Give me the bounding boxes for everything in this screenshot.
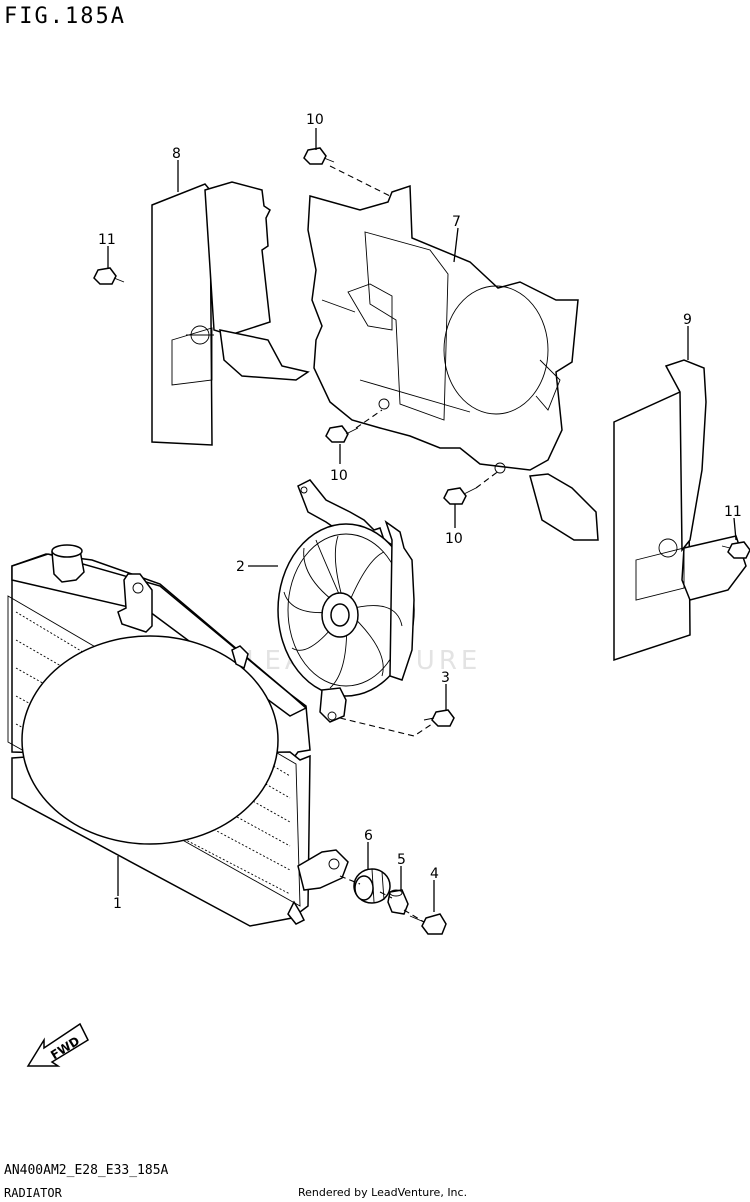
grommet-6[interactable] [353,868,391,904]
callout-1: 1 [113,896,122,912]
callout-11-left: 11 [98,232,116,248]
right-side-shroud[interactable] [613,359,747,662]
fan-shroud[interactable] [307,184,599,541]
bolt-11-right[interactable] [721,541,750,559]
callout-10-lower: 10 [445,531,463,547]
callout-6: 6 [364,828,373,844]
figure-title: FIG.185A [4,4,126,29]
callout-5: 5 [397,852,406,868]
callout-10-top: 10 [306,112,324,128]
bolt-10-middle[interactable] [325,425,359,443]
bolt-10-lower[interactable] [443,487,477,505]
collar-5[interactable] [387,889,409,915]
bolt-3[interactable] [423,709,455,727]
fwd-arrow-icon: FWD [26,1022,89,1067]
callout-4: 4 [430,866,439,882]
section-name: RADIATOR [4,1186,62,1200]
leader-lines [107,128,737,912]
callout-7: 7 [452,214,461,230]
callout-11-right: 11 [724,504,742,520]
cooling-fan[interactable] [277,479,415,723]
bolt-10-top[interactable] [303,147,335,165]
callout-10-middle: 10 [330,468,348,484]
radiator[interactable] [7,544,349,927]
bolt-4[interactable] [409,913,447,935]
drawing-code: AN400AM2_E28_E33_185A [4,1163,169,1178]
callout-9: 9 [683,312,692,328]
assembly-guide-lines [329,165,501,923]
bolt-11-left[interactable] [93,267,125,285]
callout-3: 3 [441,670,450,686]
callout-2: 2 [236,559,245,575]
rendered-by-credit: Rendered by LeadVenture, Inc. [298,1186,468,1199]
left-side-shroud[interactable] [151,181,310,446]
callout-8: 8 [172,146,181,162]
